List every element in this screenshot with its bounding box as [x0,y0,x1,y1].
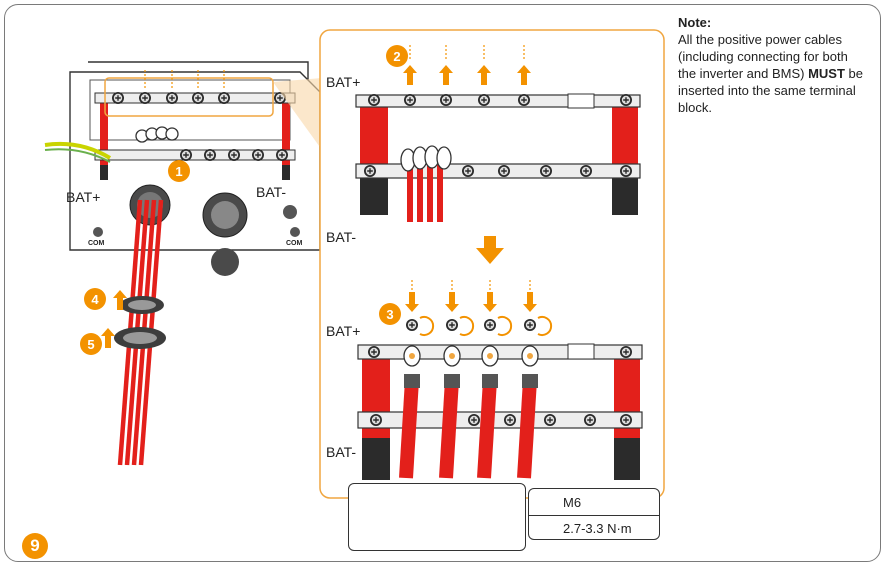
note-block: Note: All the positive power cables (inc… [678,14,868,116]
left-bat-plus-label: BAT+ [66,189,100,205]
note-body-bold: MUST [808,66,845,81]
bottom-bat-plus-label: BAT+ [326,323,360,339]
bottom-bat-minus-label: BAT- [326,444,356,460]
step-2-badge: 2 [386,45,408,67]
step-1-badge: 1 [168,160,190,182]
step-5-badge: 5 [80,333,102,355]
top-bat-plus-label: BAT+ [326,74,360,90]
note-title: Note: [678,14,868,31]
step-4-badge: 4 [84,288,106,310]
tool-box [348,483,526,551]
figure-step-badge: 9 [22,533,48,559]
com-right-label: COM [286,240,302,247]
spec-torque-value: 2.7-3.3 N·m [563,521,632,536]
spec-box: M6 2.7-3.3 N·m [528,488,660,540]
com-left-label: COM [88,240,104,247]
spec-screw-value: M6 [563,495,581,510]
top-bat-minus-label: BAT- [326,229,356,245]
battery-box [45,62,322,465]
left-bat-minus-label: BAT- [256,184,286,200]
spec-torque-row: 2.7-3.3 N·m [529,515,659,541]
step-3-badge: 3 [379,303,401,325]
spec-screw-row: M6 [529,489,659,515]
